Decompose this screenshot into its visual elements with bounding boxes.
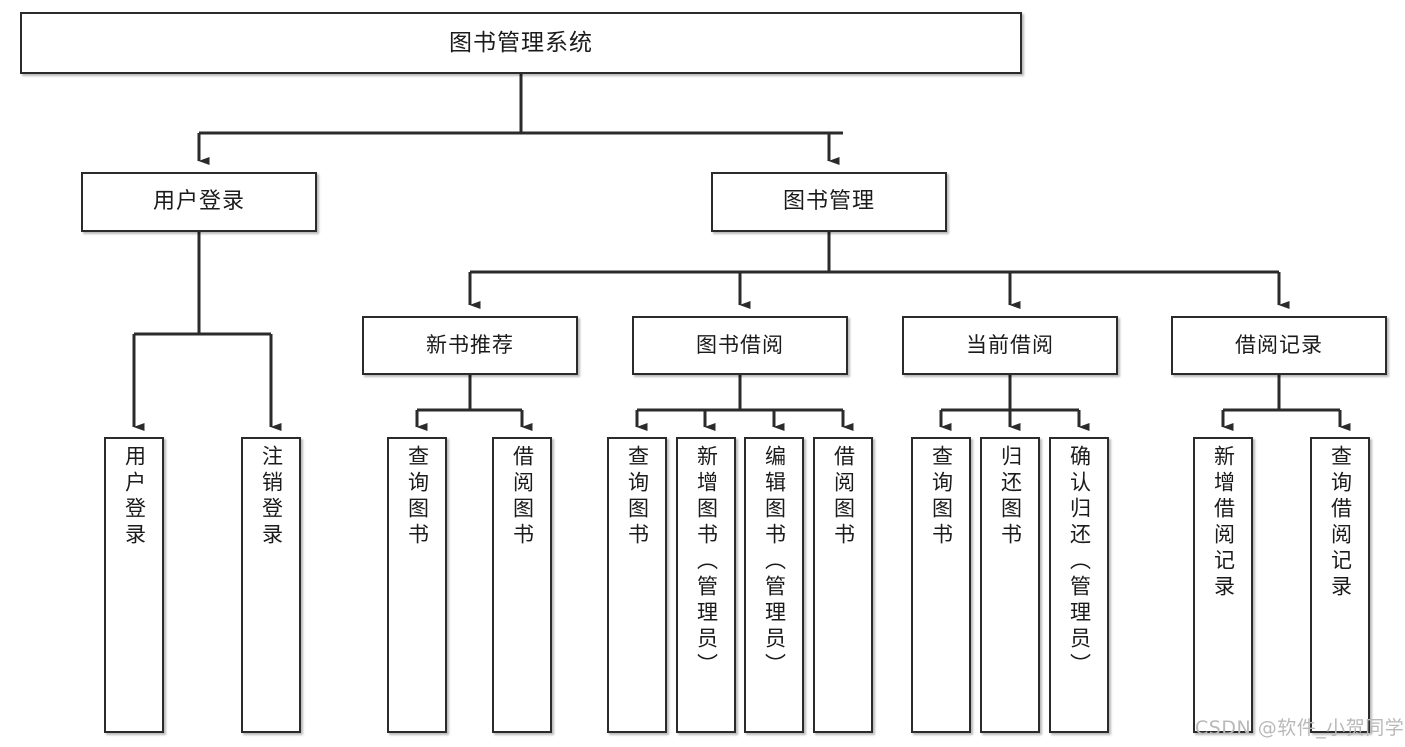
node-label: 新增借阅记录 <box>1211 445 1236 601</box>
node-leaf-borrow-book[interactable]: 借阅图书 <box>813 437 873 733</box>
node-label: 用户登录 <box>122 445 147 549</box>
node-label: 新书推荐 <box>426 333 514 358</box>
node-leaf-user-login[interactable]: 用户登录 <box>104 437 164 733</box>
node-leaf-add-book-admin[interactable]: 新增图书（管理员） <box>676 437 736 733</box>
node-label: 当前借阅 <box>966 333 1054 358</box>
node-current-borrow[interactable]: 当前借阅 <box>902 316 1118 375</box>
node-label: 借阅图书 <box>831 445 856 549</box>
node-label: 查询图书 <box>405 445 430 549</box>
node-label: 图书管理系统 <box>449 29 593 56</box>
node-label: 编辑图书（管理员） <box>762 445 787 679</box>
node-leaf-confirm-return-admin[interactable]: 确认归还（管理员） <box>1049 437 1109 733</box>
node-book-management[interactable]: 图书管理 <box>711 172 947 232</box>
node-leaf-borrow-book-recommend[interactable]: 借阅图书 <box>492 437 552 733</box>
node-label: 新增图书（管理员） <box>694 445 719 679</box>
node-leaf-return-book[interactable]: 归还图书 <box>980 437 1040 733</box>
node-new-book-recommend[interactable]: 新书推荐 <box>362 316 578 375</box>
node-label: 借阅图书 <box>510 445 535 549</box>
node-user-login[interactable]: 用户登录 <box>81 172 317 232</box>
node-leaf-logout[interactable]: 注销登录 <box>241 437 301 733</box>
node-borrow-record[interactable]: 借阅记录 <box>1171 316 1387 375</box>
node-label: 确认归还（管理员） <box>1067 445 1092 679</box>
node-label: 查询借阅记录 <box>1328 445 1353 601</box>
node-leaf-query-borrow-record[interactable]: 查询借阅记录 <box>1310 437 1370 733</box>
node-leaf-edit-book-admin[interactable]: 编辑图书（管理员） <box>744 437 804 733</box>
node-label: 用户登录 <box>152 189 245 215</box>
node-leaf-query-book-recommend[interactable]: 查询图书 <box>387 437 447 733</box>
node-label: 注销登录 <box>259 445 284 549</box>
node-leaf-add-borrow-record[interactable]: 新增借阅记录 <box>1193 437 1253 733</box>
node-leaf-query-book-borrow[interactable]: 查询图书 <box>607 437 667 733</box>
node-label: 借阅记录 <box>1235 333 1323 358</box>
node-label: 查询图书 <box>929 445 954 549</box>
node-label: 图书借阅 <box>696 333 784 358</box>
node-label: 图书管理 <box>782 189 875 215</box>
node-leaf-query-book-current[interactable]: 查询图书 <box>911 437 971 733</box>
node-label: 归还图书 <box>998 445 1023 549</box>
node-book-borrow[interactable]: 图书借阅 <box>632 316 848 375</box>
node-label: 查询图书 <box>625 445 650 549</box>
node-root-book-management-system[interactable]: 图书管理系统 <box>20 12 1022 74</box>
